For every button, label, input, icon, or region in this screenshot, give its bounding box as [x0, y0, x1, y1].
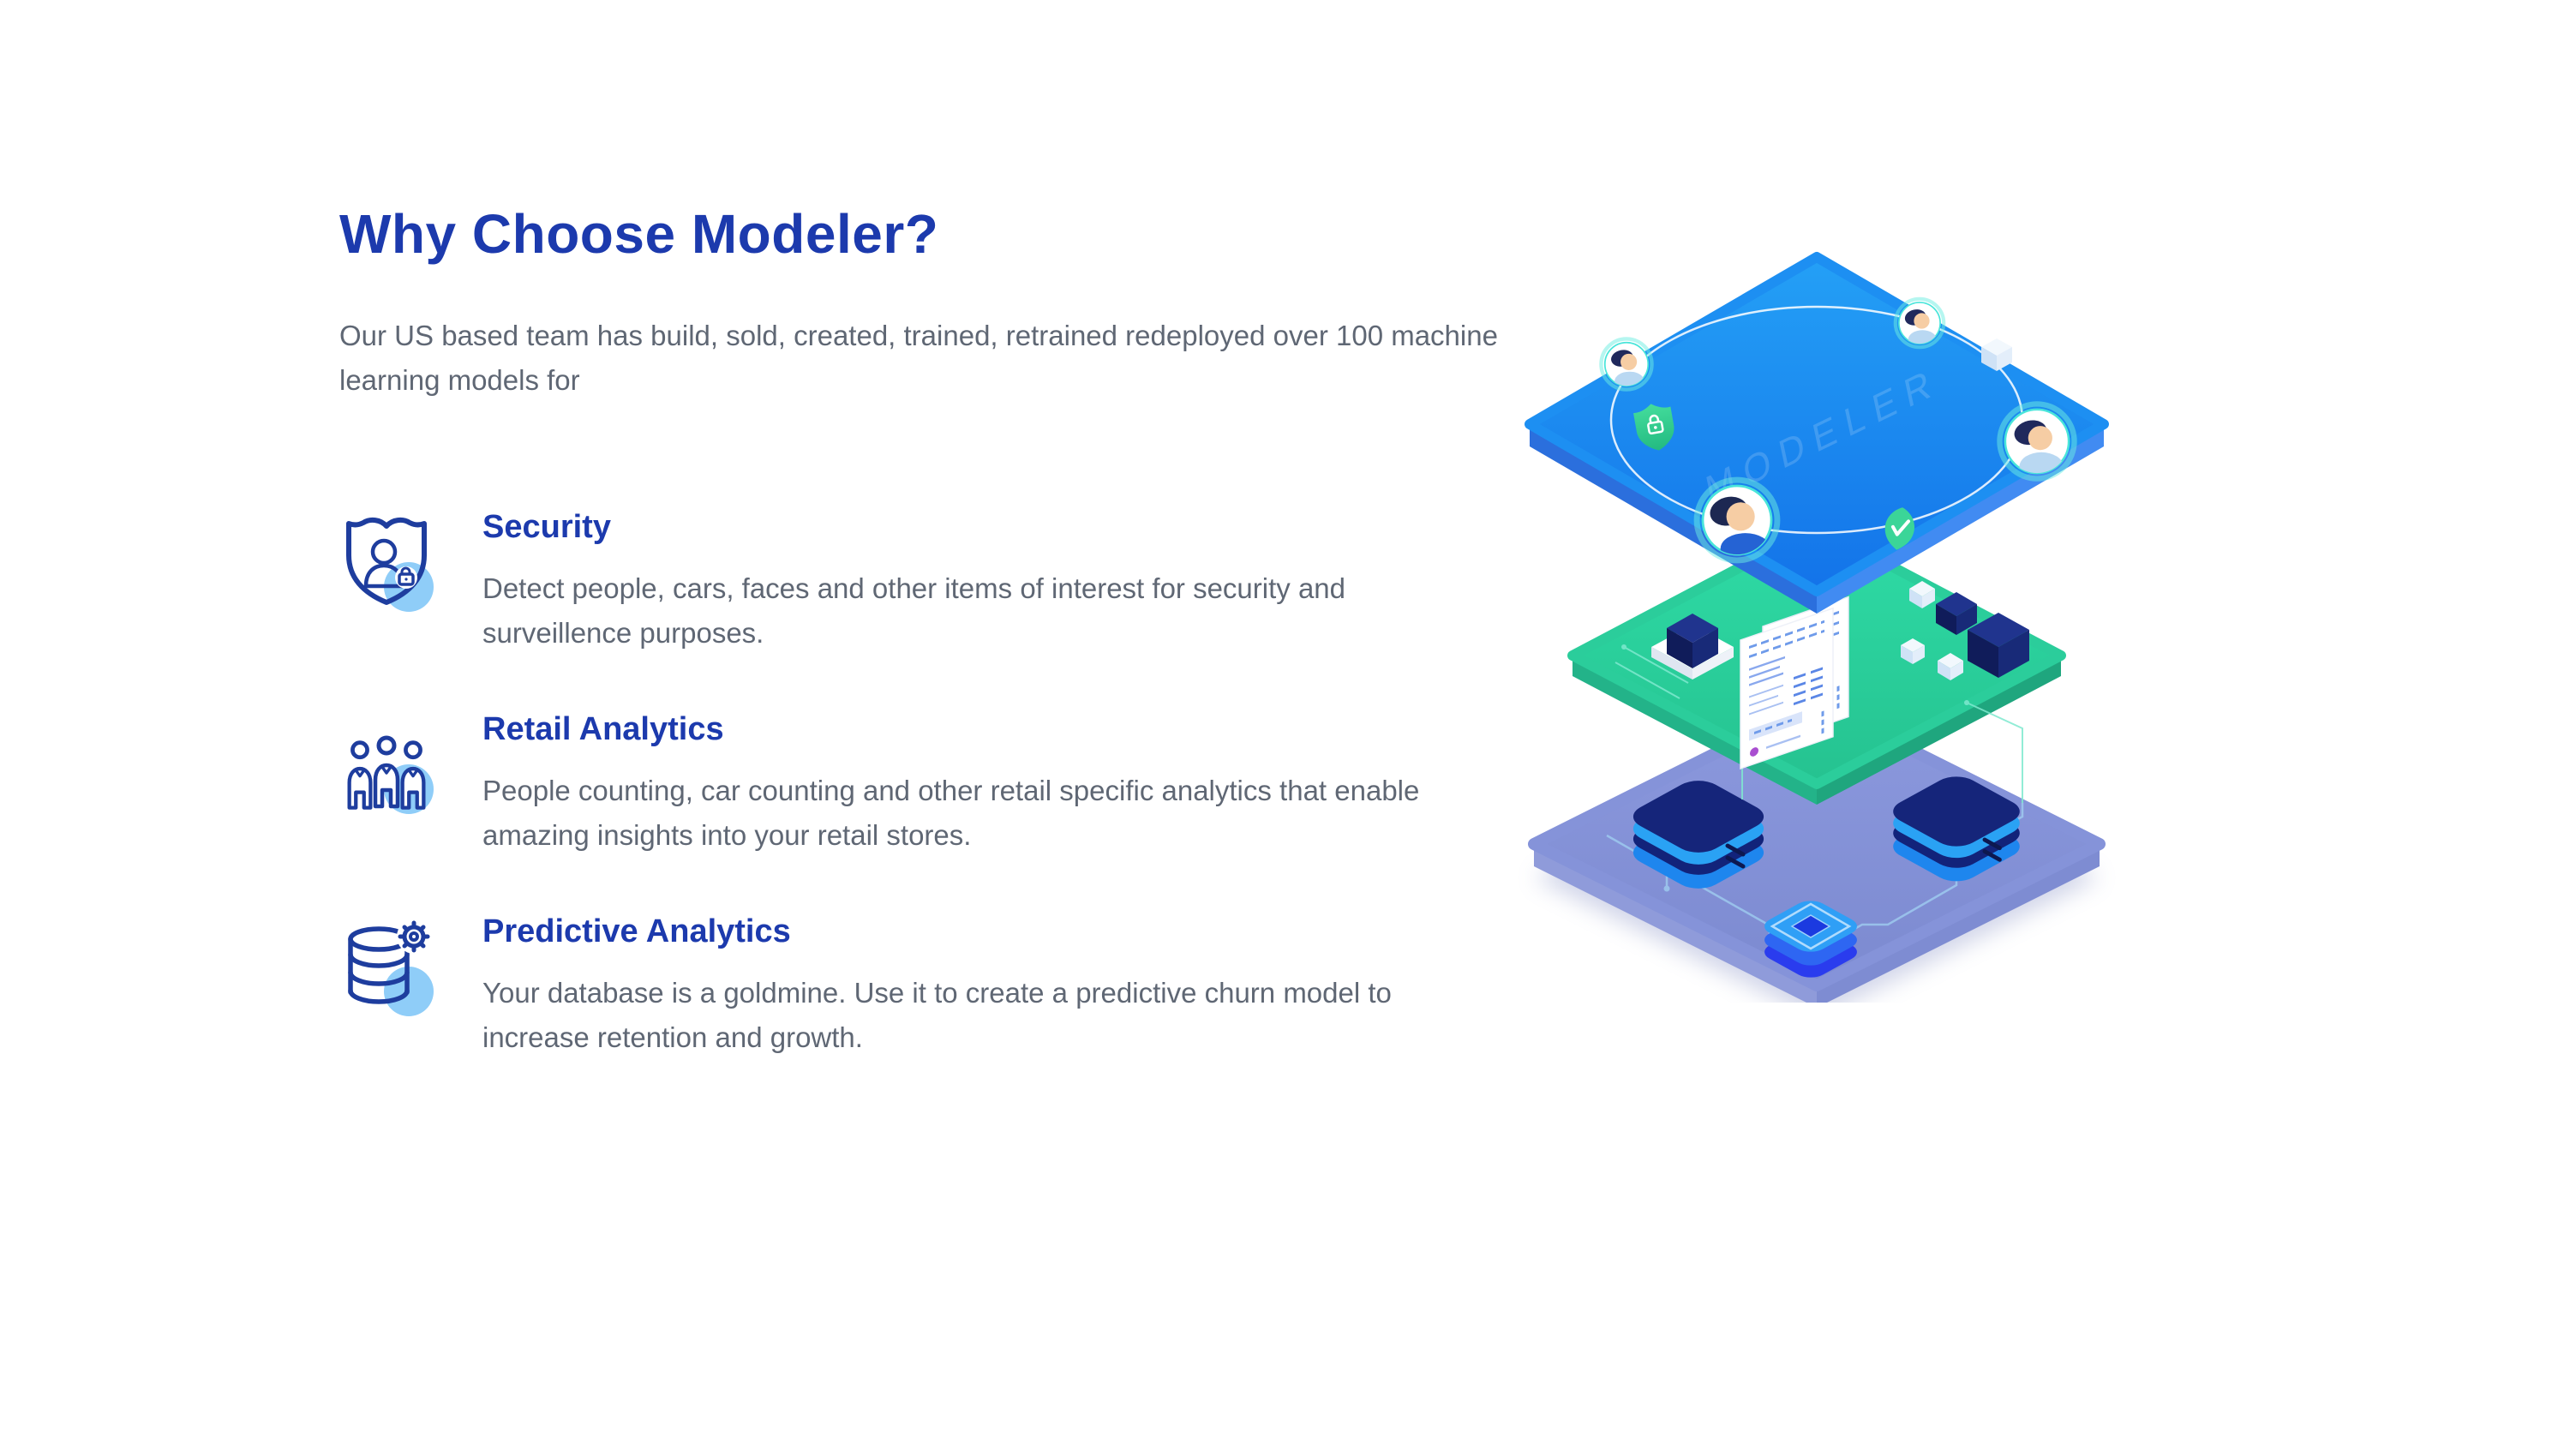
feature-heading: Security: [482, 509, 611, 545]
pedestal-cube: [1651, 614, 1734, 680]
data-cube: [1981, 338, 2012, 371]
feature-predictive-analytics: Predictive Analytics Your database is a …: [339, 913, 1479, 1060]
feature-text: Security Detect people, cars, faces and …: [482, 509, 1479, 656]
stack-illustration-svg: MODELER: [1525, 252, 2109, 1003]
feature-heading: Predictive Analytics: [482, 913, 791, 949]
page-title: Why Choose Modeler?: [339, 203, 939, 265]
feature-text: Predictive Analytics Your database is a …: [482, 913, 1479, 1060]
feature-text: Retail Analytics People counting, car co…: [482, 711, 1479, 858]
ai-network-layer: MODELER: [1525, 252, 2109, 614]
data-processing-layer: [1567, 522, 2066, 805]
feature-description: People counting, car counting and other …: [482, 775, 1420, 851]
predictive-icon-wrap: [339, 919, 440, 1020]
security-icon-wrap: [339, 514, 440, 615]
database-gear-icon: [348, 919, 431, 1004]
cpu-chip: [1764, 901, 1857, 978]
feature-security: Security Detect people, cars, faces and …: [339, 509, 1479, 656]
verified-check-badge: [1884, 507, 1914, 550]
stack-illustration: MODELER: [1487, 244, 2147, 1003]
infrastructure-layer: [1528, 697, 2106, 1003]
shield-user-icon: [346, 517, 427, 605]
data-cubes: [1901, 581, 2029, 680]
retail-icon-wrap: [339, 716, 440, 817]
people-group-icon: [339, 716, 434, 811]
feature-description: Your database is a goldmine. Use it to c…: [482, 977, 1392, 1053]
feature-heading: Retail Analytics: [482, 711, 724, 747]
documents: [1740, 596, 1849, 770]
security-shield-badge: [1633, 404, 1674, 451]
feature-description: Detect people, cars, faces and other ite…: [482, 572, 1345, 649]
intro-text: Our US based team has build, sold, creat…: [339, 320, 1498, 396]
feature-retail-analytics: Retail Analytics People counting, car co…: [339, 711, 1479, 858]
